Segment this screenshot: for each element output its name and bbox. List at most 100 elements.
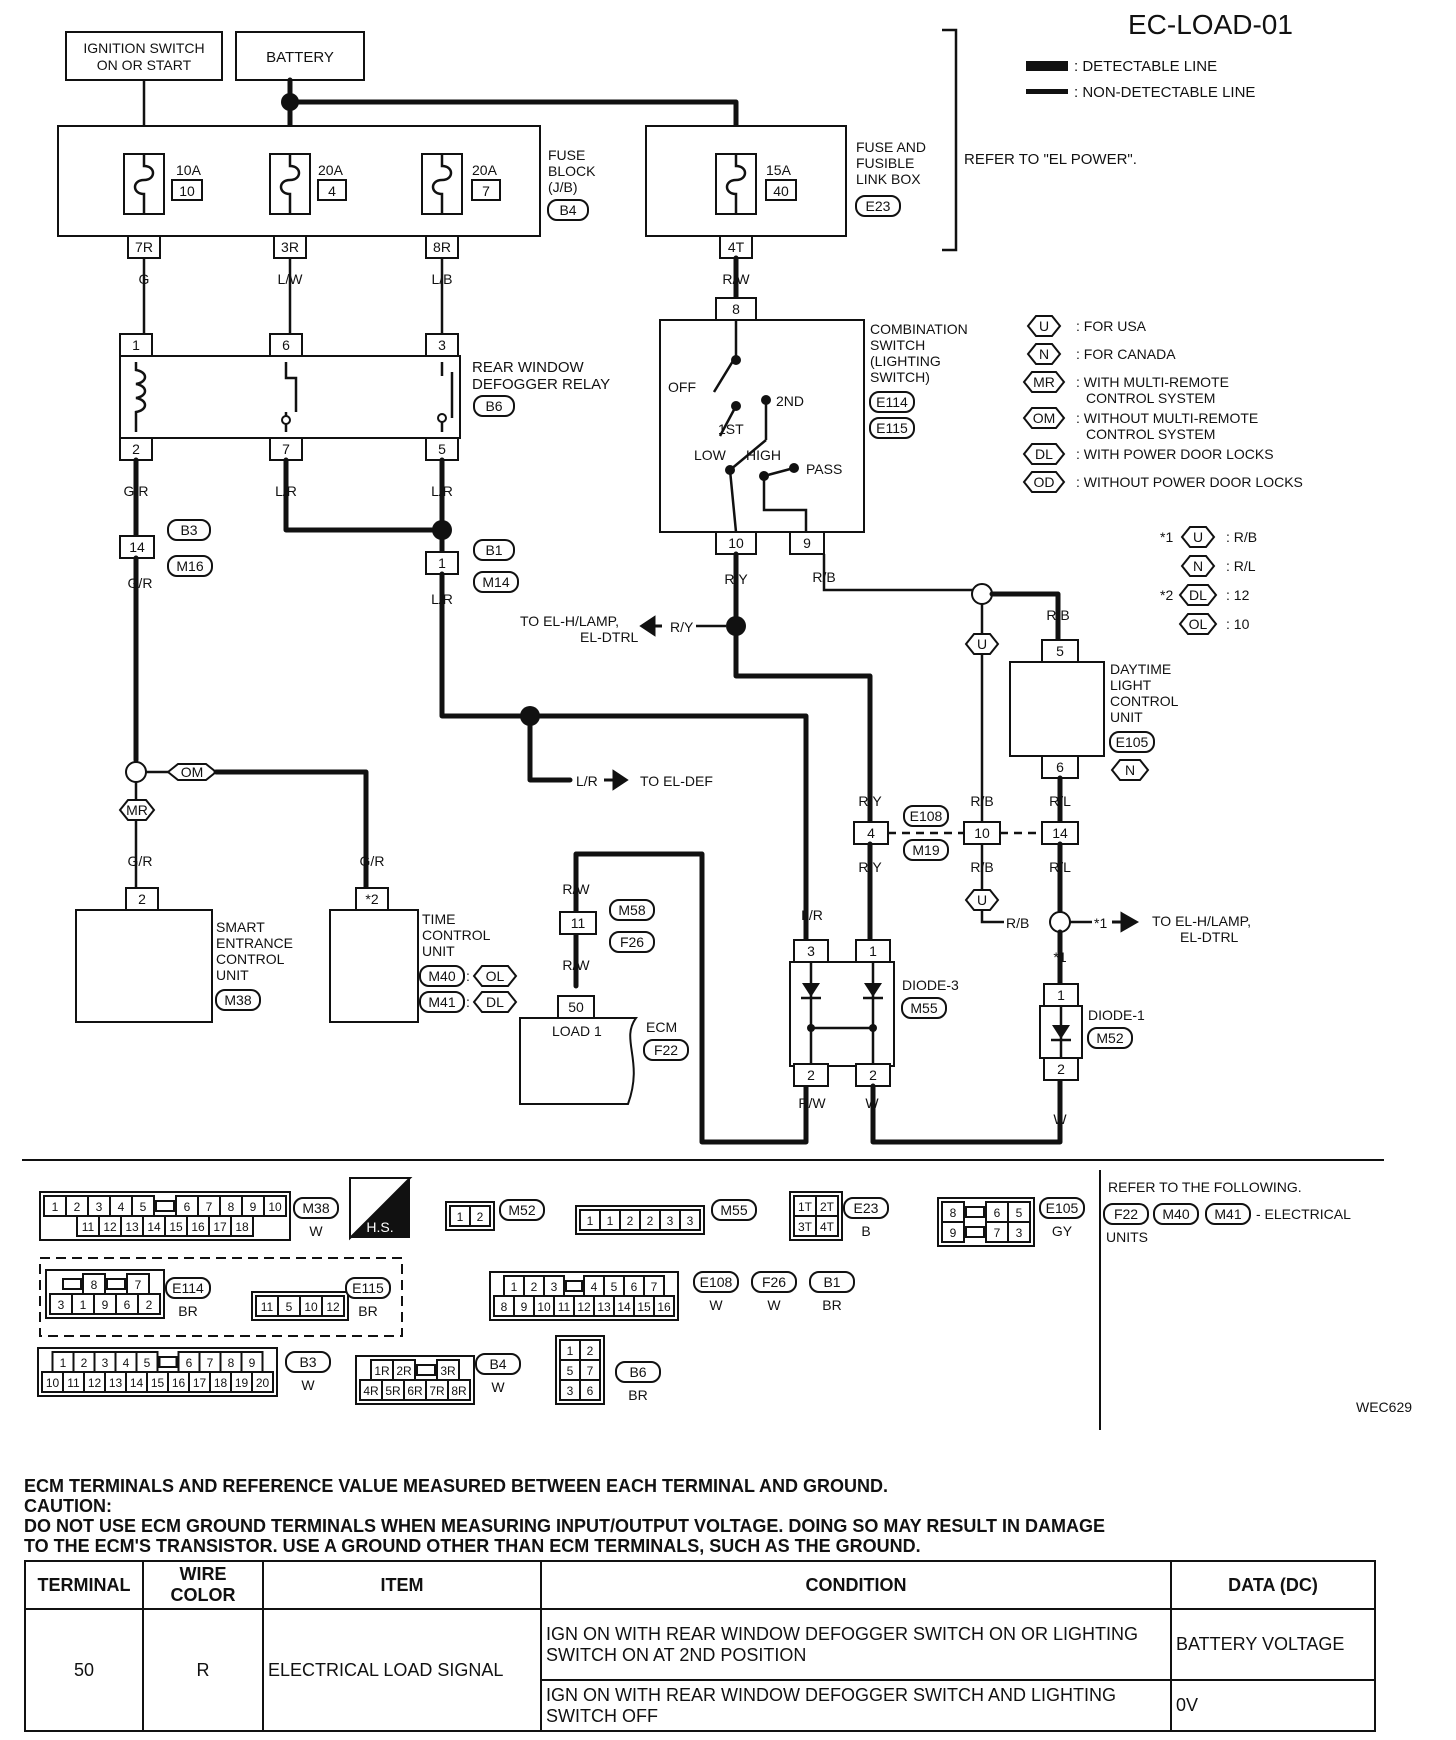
b6-pin-number: 2 <box>587 1344 594 1358</box>
pin-4T-label: 4T <box>728 239 745 255</box>
mr-tag <box>118 799 156 821</box>
wire-lr-relay7 <box>283 457 445 533</box>
footnote-mark-1: *1 <box>1160 529 1173 545</box>
relay-pin-6-label: 6 <box>282 337 290 353</box>
e108-pin-number: 4 <box>591 1280 598 1294</box>
e114-code: E114 <box>172 1280 204 1296</box>
diode3-pin-2b-label: 2 <box>869 1067 877 1083</box>
ecm-load: LOAD 1 <box>552 1023 602 1039</box>
relay-code-tag <box>473 395 515 417</box>
relay-pin-1-label: 1 <box>132 337 140 353</box>
b6-tag <box>615 1361 661 1383</box>
b6-code: B6 <box>629 1364 646 1380</box>
refer-m41: M41 <box>1214 1206 1241 1222</box>
b3-pin-number: 9 <box>249 1356 256 1370</box>
e108-wire-ry-top: R/Y <box>858 793 882 809</box>
pin-8R-label: 8R <box>433 239 451 255</box>
e115-pin-number: 11 <box>261 1300 274 1314</box>
m58-pin-11 <box>559 911 597 935</box>
diode1-pin-1-label: 1 <box>1057 987 1065 1003</box>
e108-pin-number: 3 <box>551 1280 558 1294</box>
comb-pin-9 <box>789 531 825 555</box>
refer-m41-tag <box>1205 1203 1251 1225</box>
opt-legend-text-5: : WITH POWER DOOR LOCKS <box>1076 446 1274 462</box>
m38-pin-number: 12 <box>103 1220 117 1234</box>
non-detectable-line-legend-swatch <box>1026 89 1068 94</box>
pos-2nd: 2ND <box>776 393 804 409</box>
m52-code: M52 <box>508 1202 535 1218</box>
ecm-notes: ECM TERMINALS AND REFERENCE VALUE MEASUR… <box>24 1476 1404 1556</box>
f22-code: F22 <box>654 1042 678 1058</box>
cell-terminal: 50 <box>24 1608 144 1732</box>
m41-colon: : <box>466 994 470 1010</box>
table-header-row: TERMINAL WIRE COLOR ITEM CONDITION DATA … <box>24 1560 1376 1610</box>
diode1-pin-2-label: 2 <box>1057 1061 1065 1077</box>
hs-label: H.S. <box>366 1219 393 1235</box>
smart-label-4: UNIT <box>216 967 249 983</box>
b1-code: B1 <box>485 542 502 558</box>
dtrl-label-4: UNIT <box>1110 709 1143 725</box>
wire-w <box>870 1077 1063 1145</box>
b1-tag <box>809 1271 855 1293</box>
dtrl-label-1: DAYTIME <box>1110 661 1171 677</box>
th-wire-color: WIRE COLOR <box>142 1560 264 1610</box>
e108-code: E108 <box>700 1274 733 1290</box>
e105-pin-number: 6 <box>994 1206 1001 1220</box>
b6-pin-number: 7 <box>587 1364 594 1378</box>
diode3-wire-rw: R/W <box>798 1095 826 1111</box>
e105-key-slot <box>965 1206 985 1218</box>
m38-pin-number: 17 <box>213 1220 227 1234</box>
battery-label: BATTERY <box>266 49 334 66</box>
opt-legend-text-4: : WITHOUT MULTI-REMOTE <box>1076 410 1258 426</box>
e115-tag <box>869 417 915 439</box>
n-code-dtrl: N <box>1125 762 1135 778</box>
fuse-2-amp: 20A <box>318 162 344 178</box>
m55-tag <box>901 997 947 1019</box>
opt-legend-text-3: : WITH MULTI-REMOTE <box>1076 374 1229 390</box>
footnote-value-1: : R/B <box>1226 529 1257 545</box>
e114-pin-number: 7 <box>135 1278 142 1292</box>
footnote-value-2: : R/L <box>1226 558 1256 574</box>
opt-legend-code-5: DL <box>1035 446 1053 462</box>
e23-code: E23 <box>854 1200 879 1216</box>
ignition-label-1: IGNITION SWITCH <box>83 40 204 56</box>
m55-pin-number: 2 <box>647 1214 654 1228</box>
legend-non-detectable: : NON-DETECTABLE LINE <box>1074 84 1255 101</box>
option-splice <box>125 761 147 783</box>
e108-pin-number: 1 <box>511 1280 518 1294</box>
b3-pin-number: 11 <box>67 1376 80 1390</box>
dtrl-pin-6-label: 6 <box>1056 759 1064 775</box>
star1-mark-2: *1 <box>1053 949 1066 965</box>
m38-pin-number: 15 <box>169 1220 183 1234</box>
b4-tag <box>475 1353 521 1375</box>
dl-tag <box>472 991 518 1013</box>
b1-code: B1 <box>823 1274 840 1290</box>
e105-tag <box>1109 731 1155 753</box>
e108-pin-number: 10 <box>537 1300 551 1314</box>
m40-tag <box>419 965 465 987</box>
notes-line-3: DO NOT USE ECM GROUND TERMINALS WHEN MEA… <box>24 1516 1106 1536</box>
e105-code: E105 <box>1116 734 1149 750</box>
b6-pin-number: 5 <box>567 1364 574 1378</box>
fuse-2-num: 4 <box>328 183 336 199</box>
e105-pin-number: 9 <box>950 1226 957 1240</box>
f26-code: F26 <box>620 934 644 950</box>
b4-pin-number: 5R <box>385 1384 401 1398</box>
opt-legend-text-1: : FOR USA <box>1076 318 1147 334</box>
b3-pin-number: 1 <box>60 1356 67 1370</box>
e115-code: E115 <box>352 1280 384 1296</box>
e105-pin-number: 8 <box>950 1206 957 1220</box>
cell-item: ELECTRICAL LOAD SIGNAL <box>262 1608 542 1732</box>
e23-pin-number: 1T <box>798 1200 813 1214</box>
m38-code: M38 <box>302 1200 329 1216</box>
time-pin-label: *2 <box>365 891 378 907</box>
comb-label-2: SWITCH <box>870 337 925 353</box>
footnote-code-3: DL <box>1189 587 1207 603</box>
to-el-hlamp-1-a: TO EL-H/LAMP, <box>520 613 619 629</box>
to-el-def: TO EL-DEF <box>640 773 713 789</box>
arrow-el-def <box>604 769 629 791</box>
star1-mark: *1 <box>1094 915 1107 931</box>
refer-f22: F22 <box>1114 1206 1138 1222</box>
comb-pin-10-label: 10 <box>728 535 744 551</box>
b3-pin-cell <box>251 1371 274 1393</box>
